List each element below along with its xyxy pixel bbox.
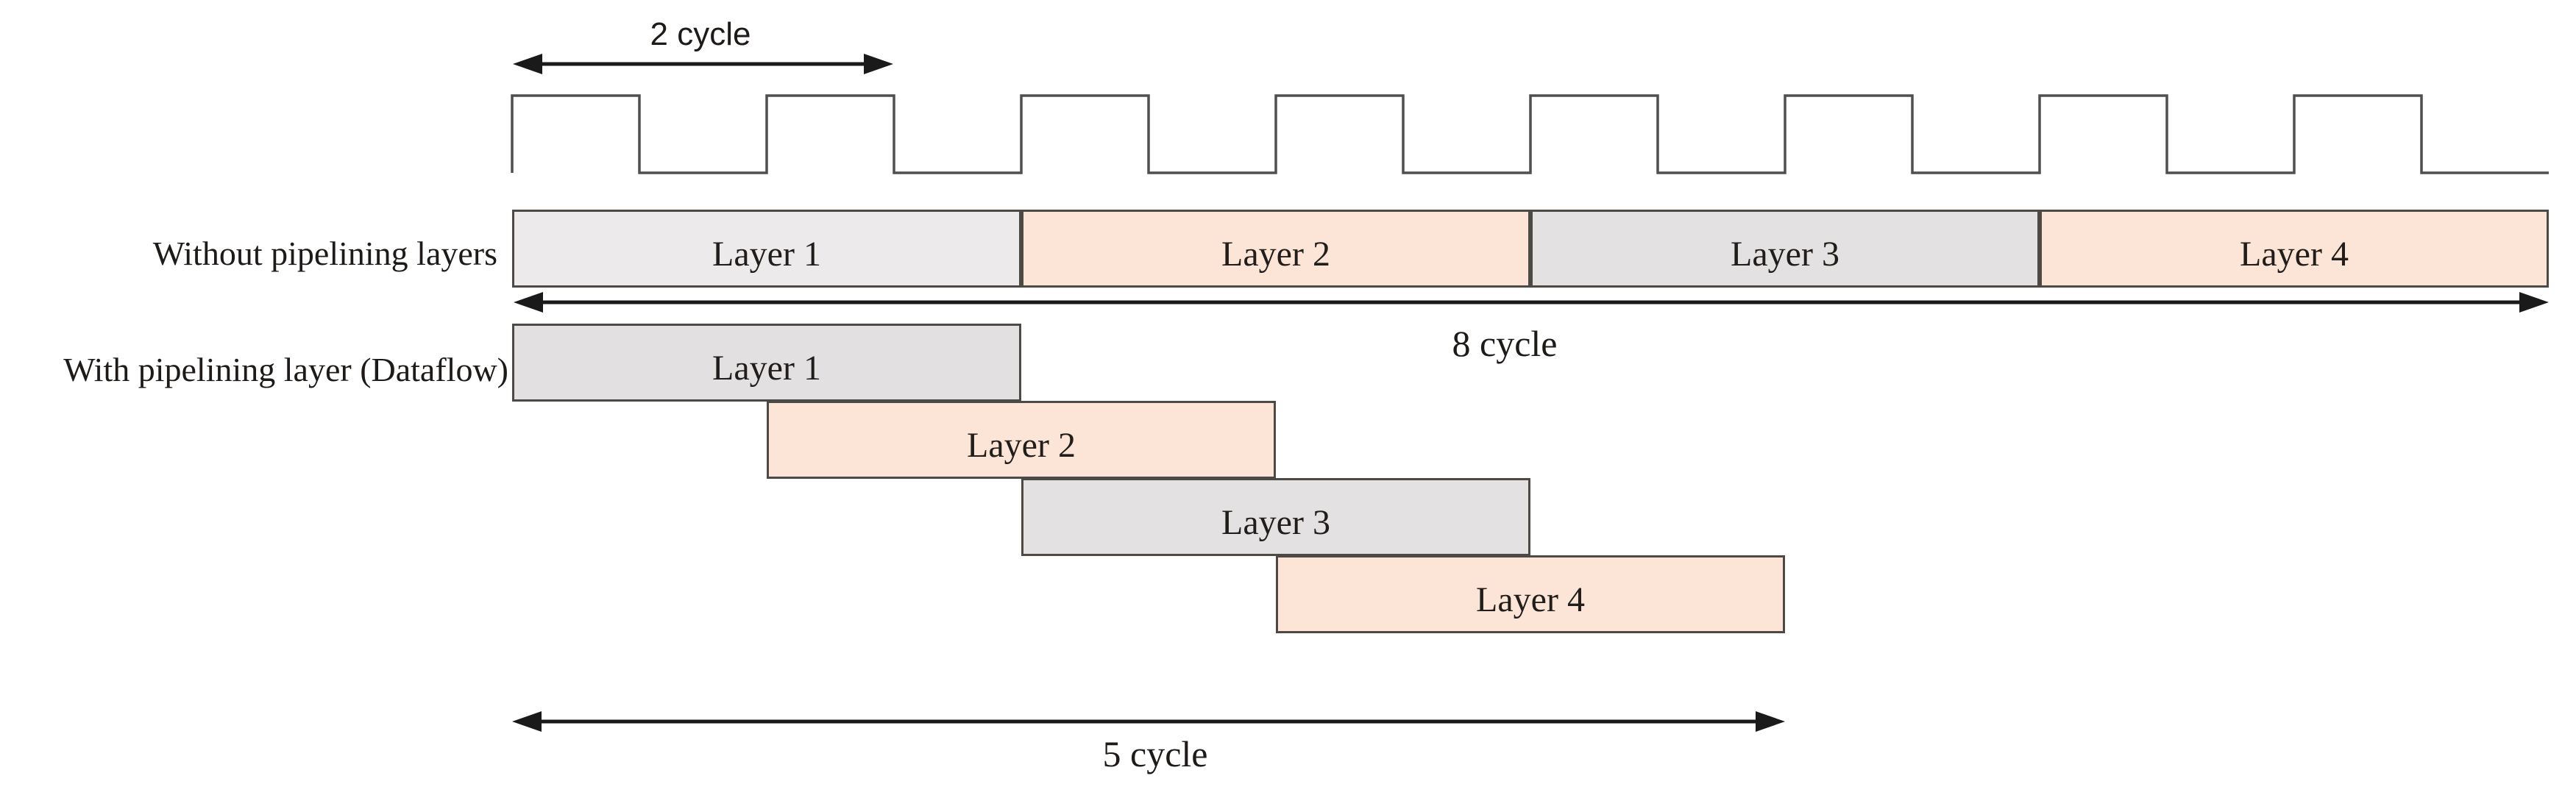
label-without-pipelining: Without pipelining layers — [152, 235, 497, 272]
clock-period-arrow — [513, 54, 893, 74]
clock-period-annotation: 2 cycle — [650, 16, 751, 52]
layer-box-serial-4: Layer 4 — [2040, 210, 2549, 288]
clock-waveform — [511, 94, 2549, 174]
layer-box-serial-3: Layer 3 — [1530, 210, 2040, 288]
layer-box-pipelined-2: Layer 2 — [767, 401, 1276, 479]
label-with-pipelining: With pipelining layer (Dataflow) — [63, 351, 508, 388]
pipelined-total-annotation: 5 cycle — [1102, 733, 1208, 774]
pipelined-total-arrow — [512, 711, 1785, 732]
layer-box-pipelined-1: Layer 1 — [512, 324, 1021, 402]
serial-total-annotation: 8 cycle — [1452, 323, 1558, 364]
layer-box-pipelined-4: Layer 4 — [1276, 555, 1785, 633]
layer-box-serial-2: Layer 2 — [1021, 210, 1530, 288]
layer-box-pipelined-3: Layer 3 — [1021, 478, 1530, 556]
layer-box-serial-1: Layer 1 — [512, 210, 1021, 288]
serial-total-arrow — [514, 292, 2549, 313]
